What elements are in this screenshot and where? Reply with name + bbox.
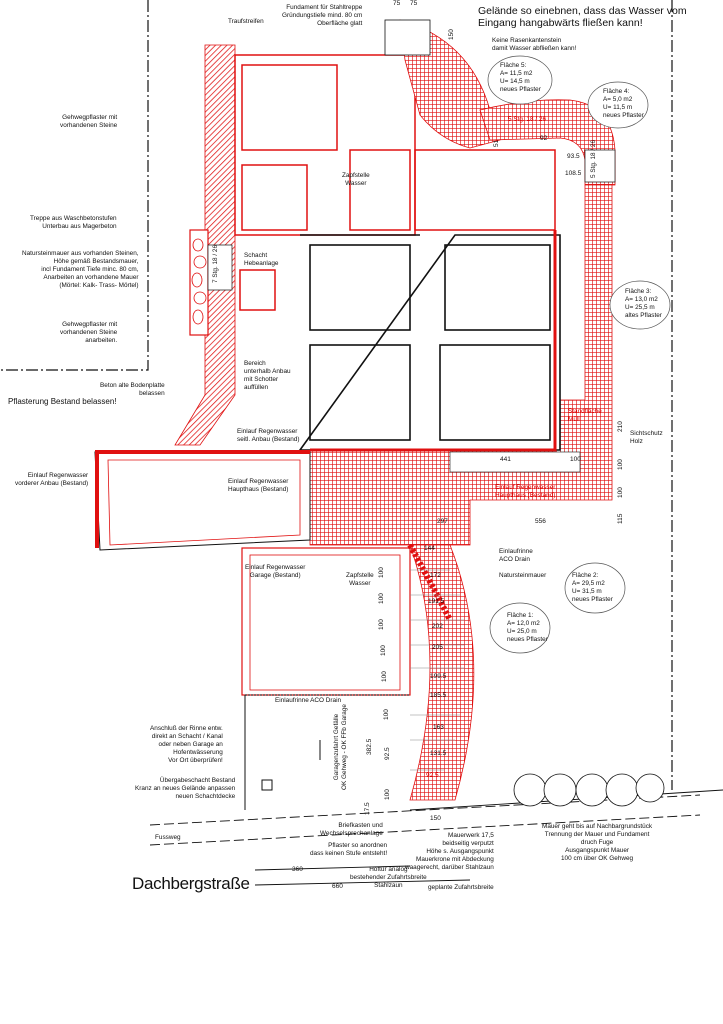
label-einlauf-garage: Einlauf Regenwasser Garage (Bestand) (245, 564, 306, 579)
area-clouds (487, 55, 671, 654)
dim: 92.5 (384, 747, 391, 760)
dim: 100 (383, 709, 390, 720)
dim: 100 (381, 671, 388, 682)
bench-area (449, 451, 581, 473)
dim: 100 (378, 567, 385, 578)
steps (410, 569, 465, 771)
label-gehweg1: Gehwegpflaster mit vorhandenen Steine (60, 114, 118, 129)
property-lines (0, 0, 673, 790)
dim: 17.5 (364, 802, 371, 815)
label-beton: Beton alte Bodenplatte belassen (100, 382, 165, 397)
label-anschluss: Anschluß der Rinne entw. direkt an Schac… (150, 725, 223, 764)
label-uebergabe: Übergabeschacht Bestand Kranz an neues G… (135, 777, 236, 800)
dim: 93.5 (567, 153, 580, 160)
dim: 144 (424, 545, 435, 552)
label-pflaster-stufe: Pflaster so anordnen dass keinen Stufe e… (310, 842, 388, 857)
driveway (244, 694, 410, 810)
dim: 100 (378, 593, 385, 604)
label-einlauf-vorderer: Einlauf Regenwasser vorderer Anbau (Best… (15, 472, 89, 487)
dim: 297 (437, 518, 448, 525)
label-traufstreifen: Traufstreifen (228, 18, 264, 25)
stairs-left (207, 244, 233, 291)
dim: 100 (378, 619, 385, 630)
dim: 100 (570, 456, 581, 463)
label-einlauf-seitl: Einlauf Regenwasser seitl. Anbau (Bestan… (237, 428, 300, 443)
street-name: Dachbergstraße (132, 874, 250, 893)
dim: 205 (432, 644, 443, 651)
label-zufahrtsbreite: geplante Zufahrtsbreite (428, 884, 494, 891)
label-standflaeche: Standfläche Müll (568, 408, 602, 423)
dim: 108.5 (565, 170, 582, 177)
label-einlauf-haupthaus: Einlauf Regenwasser Haupthaus (Bestand) (228, 478, 289, 493)
header-note: Gelände so einebnen, dass das Wasser vom… (478, 5, 687, 29)
dim: 441 (500, 456, 511, 463)
paved-area-1 (409, 544, 475, 801)
label-mauerwerk: Mauerwerk 17,5 beidseitig verputzt Höhe … (405, 832, 494, 871)
label-einlaufrinne-1: Einlaufrinne ACO Drain (499, 548, 533, 563)
dim: 100 (617, 487, 624, 498)
label-zapfstelle-1: Zapfstelle Wasser (342, 172, 370, 187)
label-stufen-right: 5 Stg. 18 / 26 (590, 139, 597, 178)
dim: 51 (493, 139, 500, 147)
trees (513, 773, 665, 807)
dim: 556 (535, 518, 546, 525)
dim: 75 (393, 0, 401, 7)
label-einlaufrinne-2: Einlaufrinne ACO Drain (275, 697, 342, 704)
label-fundament: Fundament für Stahltreppe Gründungstiefe… (282, 4, 363, 27)
label-mauer-nachbar: Mauer geht bis auf Nachbargrundstück Tre… (542, 823, 653, 862)
label-hoftuer: Hoftür analog bestehender Zufahrtsbreite… (350, 866, 427, 889)
main-house (298, 234, 561, 451)
label-garagenzufahrt: Garagenzufahrt Gefälle OK Gehweg - OK FF… (333, 704, 348, 790)
label-gehweg2: Gehwegpflaster mit vorhandenen Steine an… (60, 321, 118, 344)
dim: 185.5 (430, 692, 447, 699)
stone-wall-curve (407, 543, 453, 622)
house-red-wall (310, 230, 557, 452)
label-pflasterung: Pflasterung Bestand belassen! (8, 397, 117, 406)
label-einlauf-haupthaus-red: Einlauf Regenwasser Haupthaus (Bestand) (495, 484, 556, 499)
label-treppe: Treppe aus Waschbetonstufen Unterbau aus… (30, 215, 117, 230)
stair-foundation (384, 19, 431, 56)
dim: 115 (617, 513, 624, 524)
label-briefkasten: Briefkasten und Wechselsprechanlage (320, 822, 383, 837)
dim: 163 (433, 724, 444, 731)
label-sichtschutz: Sichtschutz Holz (630, 430, 663, 445)
dim: 199.5 (430, 673, 447, 680)
dim: 172 (430, 572, 441, 579)
label-zapfstelle-2: Zapfstelle Wasser (346, 572, 374, 587)
stairs-right (584, 149, 616, 183)
label-natursteinmauer: Natursteinmauer (499, 572, 547, 579)
dim: 382.5 (366, 738, 373, 755)
dim: 92.5 (426, 772, 439, 779)
dim: 100 (380, 645, 387, 656)
label-bereich: Bereich unterhalb Anbau mit Schotter auf… (244, 360, 291, 391)
label-rasenkante: Keine Rasenkantenstein damit Wasser abfl… (492, 37, 577, 52)
dim: 100 (384, 789, 391, 800)
label-fussweg: Fussweg (155, 834, 181, 841)
dim: 75 (410, 0, 418, 7)
dim: 202 (432, 623, 443, 630)
dim: 210 (617, 421, 624, 432)
dim: 150 (430, 815, 441, 822)
dim: 150 (448, 29, 455, 40)
label-natursteinmauer-left: Natursteinmauer aus vorhanden Steinen, H… (22, 250, 139, 289)
dim: 100 (617, 459, 624, 470)
dim: 131.5 (430, 750, 447, 757)
dim: 191.5 (428, 598, 445, 605)
dim: 360 (292, 866, 303, 873)
dim: 92 (540, 135, 548, 142)
dim: 660 (332, 883, 343, 890)
paved-area-3 (309, 184, 613, 546)
label-schacht: Schacht Hebeanlage (244, 252, 279, 267)
front-annex (94, 450, 311, 551)
label-stufen-left: 7 Stg. 18 / 26 (212, 244, 219, 283)
label-stufen-top: 5 Stg. 18 / 26 (508, 116, 547, 123)
